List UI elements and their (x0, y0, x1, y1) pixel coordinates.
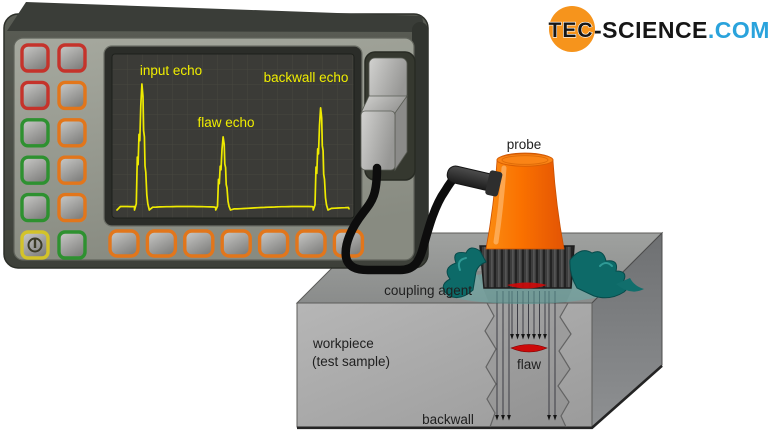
logo-text-blue: .COM (708, 17, 768, 43)
device-button-r2-c1[interactable] (20, 80, 50, 111)
device-button-r4-c2[interactable] (57, 155, 87, 185)
label-backwall: backwall (422, 412, 474, 427)
probe-assembly (440, 152, 644, 305)
beam-ray (547, 415, 551, 421)
label-backwall-echo: backwall echo (264, 70, 349, 85)
probe-cable (341, 163, 461, 275)
handle-grip[interactable] (360, 110, 396, 171)
probe-ring (479, 245, 575, 289)
device-button-r4-c1[interactable] (20, 155, 50, 185)
device-top-face (7, 2, 425, 32)
tec-science-logo: TEC -SCIENCE.COM (548, 6, 768, 52)
label-flaw: flaw (517, 357, 541, 372)
beam-ray (532, 334, 536, 340)
ascan-screen: input echo backwall echo flaw echo (103, 45, 363, 227)
beam-ray (495, 415, 499, 421)
probe-highlight (493, 165, 507, 245)
cutaway-jag-right (557, 302, 572, 428)
device-right-edge (412, 22, 428, 262)
label-workpiece-line2: (test sample) (312, 354, 390, 369)
label-coupling-agent: coupling agent (384, 283, 472, 298)
logo-site-text: -SCIENCE.COM (594, 17, 768, 43)
beam-ray (553, 415, 557, 421)
label-input-echo: input echo (140, 63, 202, 78)
handle-bevel[interactable] (360, 95, 408, 114)
beam-ray (537, 334, 542, 340)
transducer-face (507, 282, 547, 289)
softkey-4[interactable] (220, 229, 252, 258)
device-button-r1-c2[interactable] (57, 43, 87, 73)
beam-ray (510, 334, 514, 340)
annotation-labels: probe coupling agent workpiece (test sam… (312, 137, 541, 427)
beam-ray (515, 334, 520, 340)
device-button-r5-c2[interactable] (57, 192, 87, 223)
beam-ray (507, 415, 511, 421)
couplant-splashes (442, 247, 644, 299)
device-button-r5-c1[interactable] (20, 192, 50, 223)
device-button-r3-c2[interactable] (57, 118, 87, 148)
softkey-5[interactable] (257, 229, 290, 258)
logo-text-black: -SCIENCE (594, 17, 708, 43)
keypad-left (20, 43, 87, 260)
power-icon (27, 237, 43, 253)
beam-ray (501, 415, 505, 421)
cable-connector (446, 165, 503, 197)
device-button-r2-c2[interactable] (57, 80, 87, 111)
beam-ray (521, 334, 525, 340)
workpiece-front-face (296, 302, 593, 428)
label-probe: probe (507, 137, 542, 152)
device-button-r1-c1[interactable] (20, 43, 50, 73)
flaw-defect (510, 344, 548, 353)
cutaway-jag-left (484, 302, 497, 428)
ascan-trace (116, 83, 350, 211)
beam-ray (543, 334, 547, 340)
cutaway-front (485, 303, 571, 427)
softkey-row (108, 229, 365, 258)
probe-body (485, 152, 565, 250)
device-button-r6-c2[interactable] (57, 230, 87, 260)
screen-display (111, 53, 355, 219)
softkey-1[interactable] (108, 229, 140, 258)
beam-ray (526, 334, 531, 340)
label-flaw-echo: flaw echo (197, 115, 254, 130)
softkey-6[interactable] (295, 229, 327, 258)
softkey-2[interactable] (145, 229, 178, 258)
flaw-detector-device: input echo backwall echo flaw echo (3, 2, 429, 269)
device-button-r3-c1[interactable] (20, 118, 50, 148)
handle-top[interactable] (368, 57, 408, 101)
logo-circle-text: TEC (549, 19, 594, 42)
couplant-drip (616, 278, 644, 292)
workpiece-bottom-edge (297, 364, 663, 430)
probe-holder (360, 51, 416, 181)
label-workpiece-line1: workpiece (312, 336, 374, 351)
logo-circle (549, 6, 595, 52)
softkey-3[interactable] (183, 229, 215, 258)
ultrasound-beam (495, 291, 557, 421)
